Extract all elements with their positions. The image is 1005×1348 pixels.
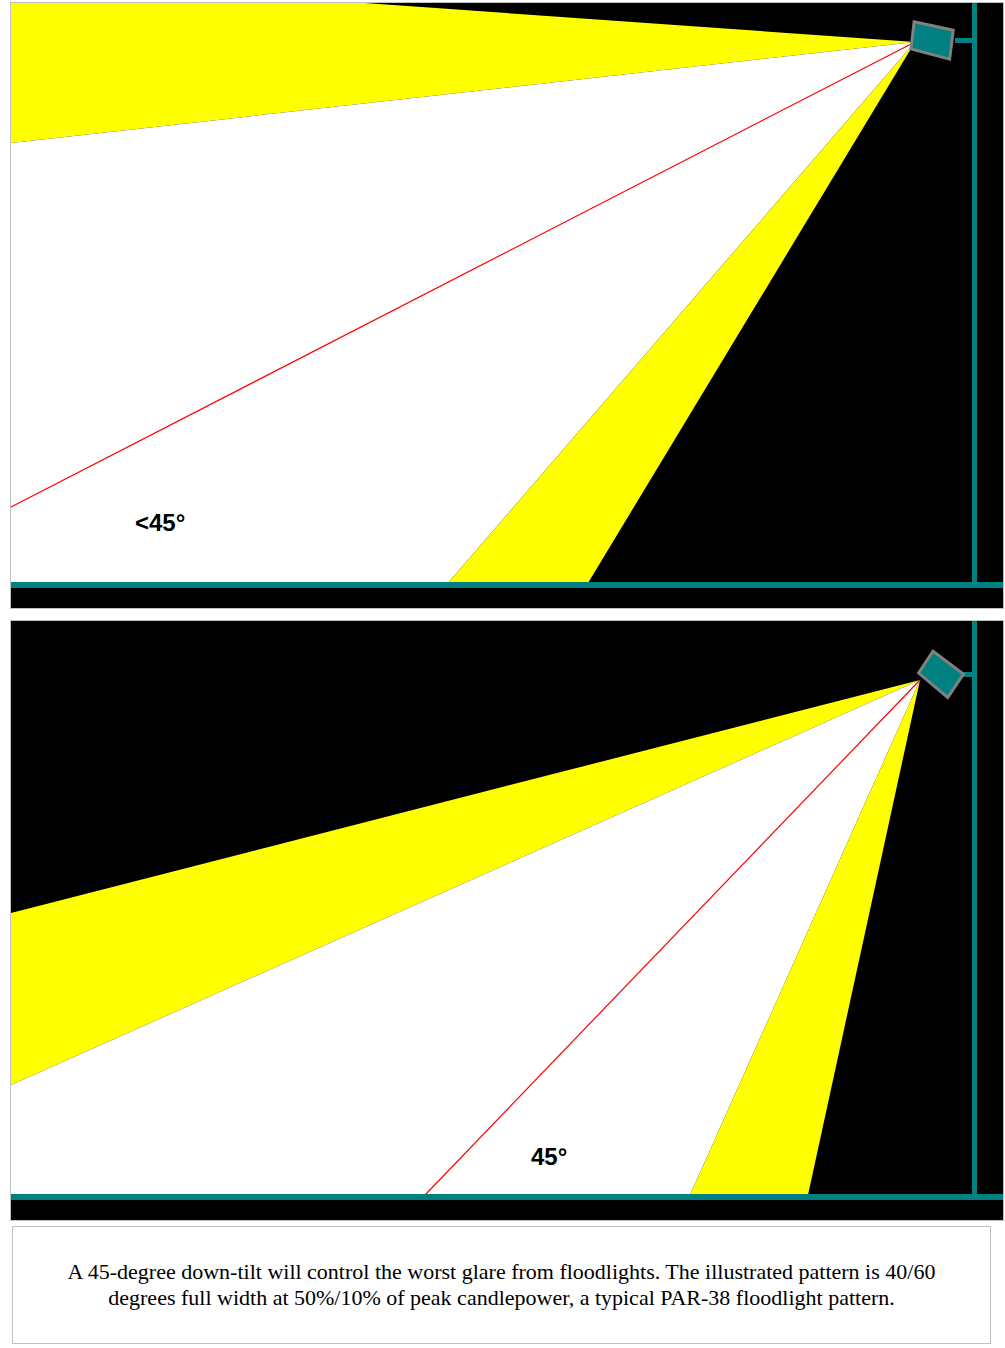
beam-50-percent (11, 42, 915, 583)
beam-50-percent (11, 680, 920, 1195)
beam-axis (425, 680, 920, 1195)
floodlight-fixture (916, 650, 965, 698)
panel-tilt-45 (11, 621, 1004, 1221)
wall-pole (972, 621, 977, 1196)
ground-line (11, 1194, 1003, 1200)
wall-pole (972, 3, 977, 585)
beam-10-percent (690, 680, 920, 1195)
beam-axis (11, 42, 915, 507)
ground-line (11, 582, 1003, 588)
figure-caption: A 45-degree down-tilt will control the w… (43, 1259, 960, 1312)
caption-box: A 45-degree down-tilt will control the w… (12, 1226, 991, 1344)
beam-10-percent (448, 42, 915, 583)
mount-arm (955, 38, 975, 43)
panel-ground (11, 3, 1004, 609)
floodlight-fixture (907, 20, 957, 59)
panel-ground (11, 621, 1004, 1221)
panel-tilt-less-45 (11, 3, 1004, 609)
angle-label: 45° (531, 1145, 567, 1169)
angle-label: <45° (135, 511, 185, 535)
